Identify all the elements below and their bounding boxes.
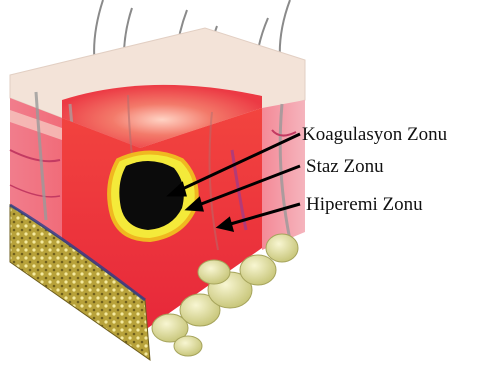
right-skin-face [262,100,305,250]
label-staz-zonu: Staz Zonu [306,156,384,177]
label-hiperemi-zonu: Hiperemi Zonu [306,194,423,215]
label-koagulasyon-zonu: Koagulasyon Zonu [302,124,448,145]
